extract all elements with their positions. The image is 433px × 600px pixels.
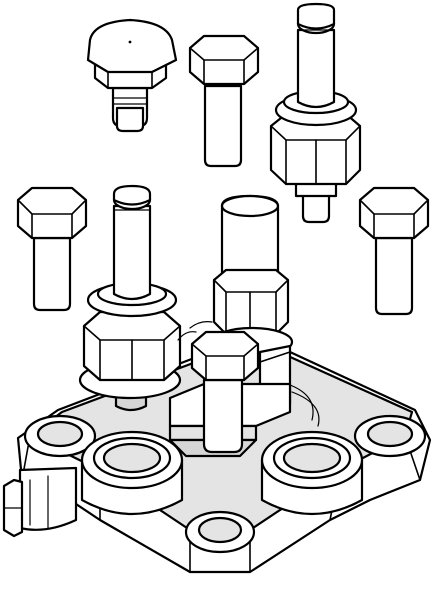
port-collar-left: [80, 430, 184, 515]
side-fitting: [2, 466, 78, 538]
valve-stem-top-right: [269, 2, 362, 224]
corner-boss-bottom: [184, 510, 256, 554]
valve-stem-left-installed: [78, 184, 182, 412]
port-collar-right: [260, 430, 364, 515]
corner-boss-right: [353, 414, 427, 458]
bolt-installed-center: [190, 330, 260, 454]
top-plug: [86, 18, 178, 133]
corner-boss-left: [23, 414, 97, 458]
bolt-right: [358, 186, 430, 316]
bolt-top-middle: [188, 34, 260, 168]
bolt-left: [16, 186, 88, 312]
